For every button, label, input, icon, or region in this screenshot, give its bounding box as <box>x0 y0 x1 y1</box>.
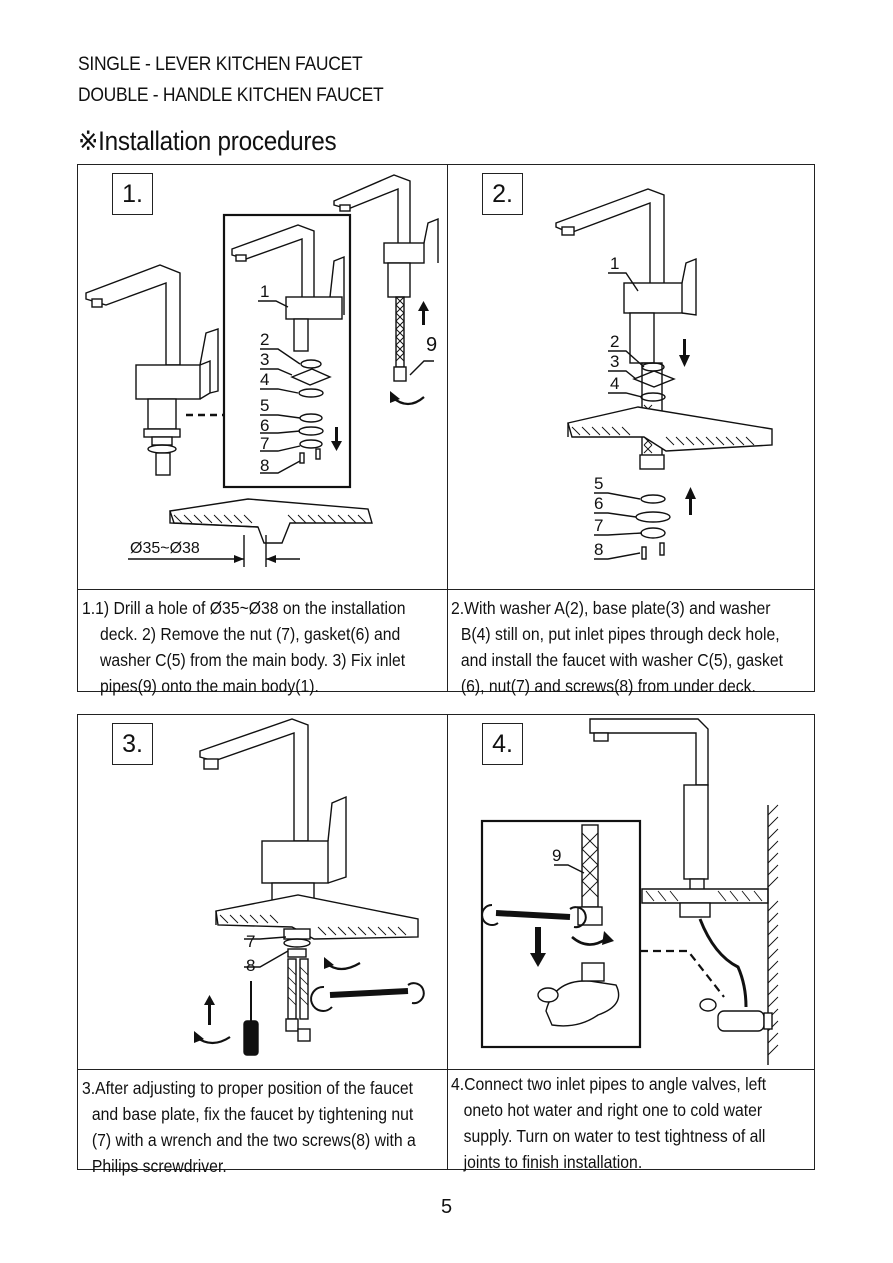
step-4-number: 4. <box>482 723 523 765</box>
page-title: ※Installation procedures <box>78 126 337 156</box>
step-1-label-1: 1 <box>260 282 269 301</box>
step-4-label-9: 9 <box>552 846 561 865</box>
step-3-illustration: 7 8 <box>194 718 425 1056</box>
step-1-illustration: 1 2 3 4 5 6 7 8 9 Ø35~Ø38 <box>85 174 439 567</box>
step-2-label-7: 7 <box>594 516 603 535</box>
product-line-single-lever: SINGLE - LEVER KITCHEN FAUCET <box>78 54 363 75</box>
step-2-label-5: 5 <box>594 474 603 493</box>
drill-hole-dimension: Ø35~Ø38 <box>130 540 200 557</box>
step-3-number: 3. <box>112 723 153 765</box>
step-2-label-4: 4 <box>610 374 619 393</box>
step-1-label-4: 4 <box>260 370 269 389</box>
step-3-description: 3.After adjusting to proper position of … <box>82 1078 416 1176</box>
page-number: 5 <box>440 1196 453 1218</box>
step-2-label-1: 1 <box>610 254 619 273</box>
step-1-label-6: 6 <box>260 416 269 435</box>
step-4-illustration: 9 <box>480 718 779 1065</box>
step-1-label-8: 8 <box>260 456 269 475</box>
step-3-label-8: 8 <box>246 956 255 975</box>
step-2-description: 2.With washer A(2), base plate(3) and wa… <box>451 598 784 696</box>
step-1-label-5: 5 <box>260 396 269 415</box>
step-1-number: 1. <box>112 173 153 215</box>
step-2-illustration: 1 2 3 4 5 6 7 8 <box>555 188 773 560</box>
steps-3-4-panel: 3. <box>77 714 815 1176</box>
step-2-label-3: 3 <box>610 352 619 371</box>
step-1-label-9: 9 <box>426 334 437 356</box>
step-1-description: 1.1) Drill a hole of Ø35~Ø38 on the inst… <box>82 598 406 696</box>
step-2-number: 2. <box>482 173 523 215</box>
step-4-description: 4.Connect two inlet pipes to angle valve… <box>451 1074 767 1172</box>
step-2-label-2: 2 <box>610 332 619 351</box>
step-1-label-3: 3 <box>260 350 269 369</box>
step-1-label-2: 2 <box>260 330 269 349</box>
steps-1-2-panel: 1. <box>77 164 815 696</box>
step-2-label-8: 8 <box>594 540 603 559</box>
step-2-label-6: 6 <box>594 494 603 513</box>
step-1-label-7: 7 <box>260 434 269 453</box>
product-line-double-handle: DOUBLE - HANDLE KITCHEN FAUCET <box>78 85 384 106</box>
step-3-label-7: 7 <box>246 932 255 951</box>
